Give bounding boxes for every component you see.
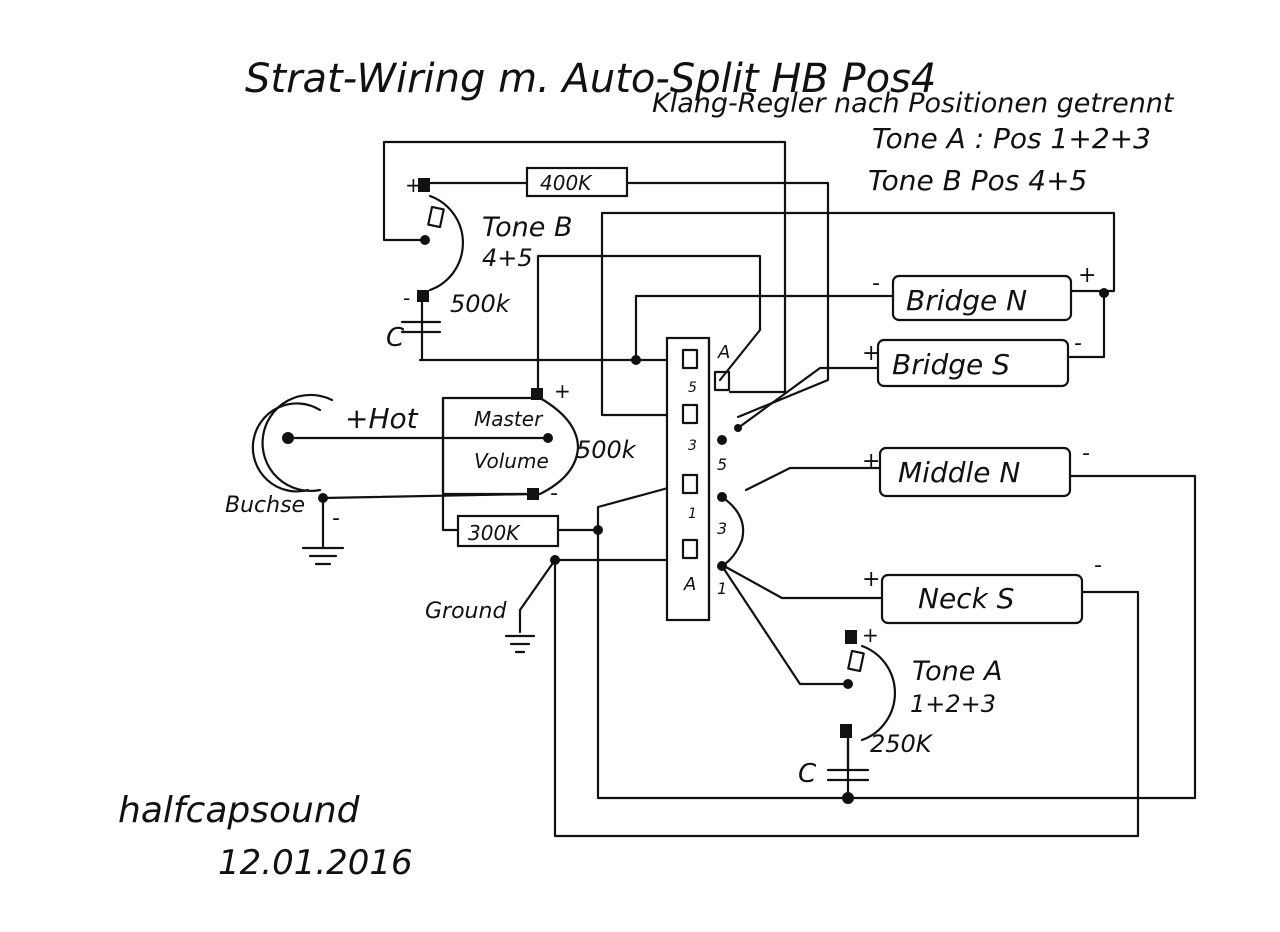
switch-left-a: A (683, 574, 696, 595)
pickup-middle-n-label: Middle N (898, 456, 1020, 489)
tone-b-cap-label: C (386, 323, 405, 353)
resistor-300k: 300K (456, 514, 560, 548)
switch-right-5: 5 (717, 455, 727, 474)
ground-label: Ground (425, 599, 507, 624)
pickup-middle-n: Middle N + - (862, 441, 1090, 498)
pickup-bridge-n-label: Bridge N (906, 284, 1027, 317)
pickup-bridge-s: Bridge S + - (862, 331, 1082, 388)
resistor-400k: 400K (525, 166, 629, 198)
master-value: 500k (576, 436, 637, 464)
master-name-2: Volume (474, 449, 549, 473)
bridge-n-plus: + (1078, 263, 1096, 288)
tone-a-name: Tone A (912, 656, 1002, 687)
pickup-neck-s-label: Neck S (918, 582, 1014, 615)
junctions (631, 288, 1109, 432)
output-jack: +Hot Buchse - (225, 393, 419, 566)
switch-right-a: A (717, 342, 730, 363)
tone-b-pot: + - C Tone B 4+5 500k (386, 173, 573, 362)
pickup-bridge-n: Bridge N - + (872, 263, 1096, 322)
ground-symbol: Ground (425, 525, 603, 654)
master-minus: - (550, 481, 558, 506)
tone-b-positions: 4+5 (482, 244, 533, 272)
resistor-400k-label: 400K (540, 171, 593, 195)
diagram-title: Strat-Wiring m. Auto-Split HB Pos4 (245, 56, 936, 102)
master-volume-pot: + - Master Volume 500k (441, 379, 637, 506)
tone-a-note: Tone A : Pos 1+2+3 (872, 122, 1151, 155)
buchse-label: Buchse (225, 493, 305, 518)
tone-b-minus: - (403, 286, 410, 310)
switch-left-5: 5 (688, 380, 697, 396)
master-plus: + (554, 379, 571, 403)
switch-left-3: 3 (688, 438, 697, 454)
tone-a-pot: + Tone A 1+2+3 250K C (798, 623, 1002, 804)
switch-left-1: 1 (688, 506, 697, 522)
middle-n-plus: + (862, 449, 880, 474)
tone-a-plus: + (862, 623, 879, 647)
middle-n-minus: - (1082, 441, 1090, 466)
master-name: Master (474, 407, 544, 431)
switch-right-3: 3 (717, 519, 727, 538)
tone-a-cap-label: C (798, 759, 817, 789)
tone-a-value: 250K (870, 730, 934, 758)
switch-right-1: 1 (717, 579, 727, 598)
bridge-n-minus: - (872, 271, 880, 296)
tone-b-name: Tone B (482, 212, 573, 243)
tone-b-note: Tone B Pos 4+5 (868, 164, 1087, 197)
pickup-neck-s: Neck S + - (862, 553, 1102, 625)
resistor-300k-label: 300K (468, 521, 521, 545)
tone-b-plus: + (405, 173, 422, 197)
five-way-switch: 5 3 1 A A 5 3 1 (665, 336, 730, 622)
signature-date: 12.01.2016 (218, 843, 413, 883)
neck-s-plus: + (862, 567, 880, 592)
bridge-s-plus: + (862, 341, 880, 366)
diagram-subtitle: Klang-Regler nach Positionen getrennt (652, 88, 1175, 119)
tone-a-positions: 1+2+3 (910, 690, 996, 718)
jack-minus: - (332, 506, 340, 531)
hot-label: +Hot (345, 402, 419, 435)
bridge-s-minus: - (1074, 331, 1082, 356)
author-signature: halfcapsound (118, 790, 361, 831)
tone-b-value: 500k (450, 290, 511, 318)
neck-s-minus: - (1094, 553, 1102, 578)
pickup-bridge-s-label: Bridge S (892, 348, 1010, 381)
